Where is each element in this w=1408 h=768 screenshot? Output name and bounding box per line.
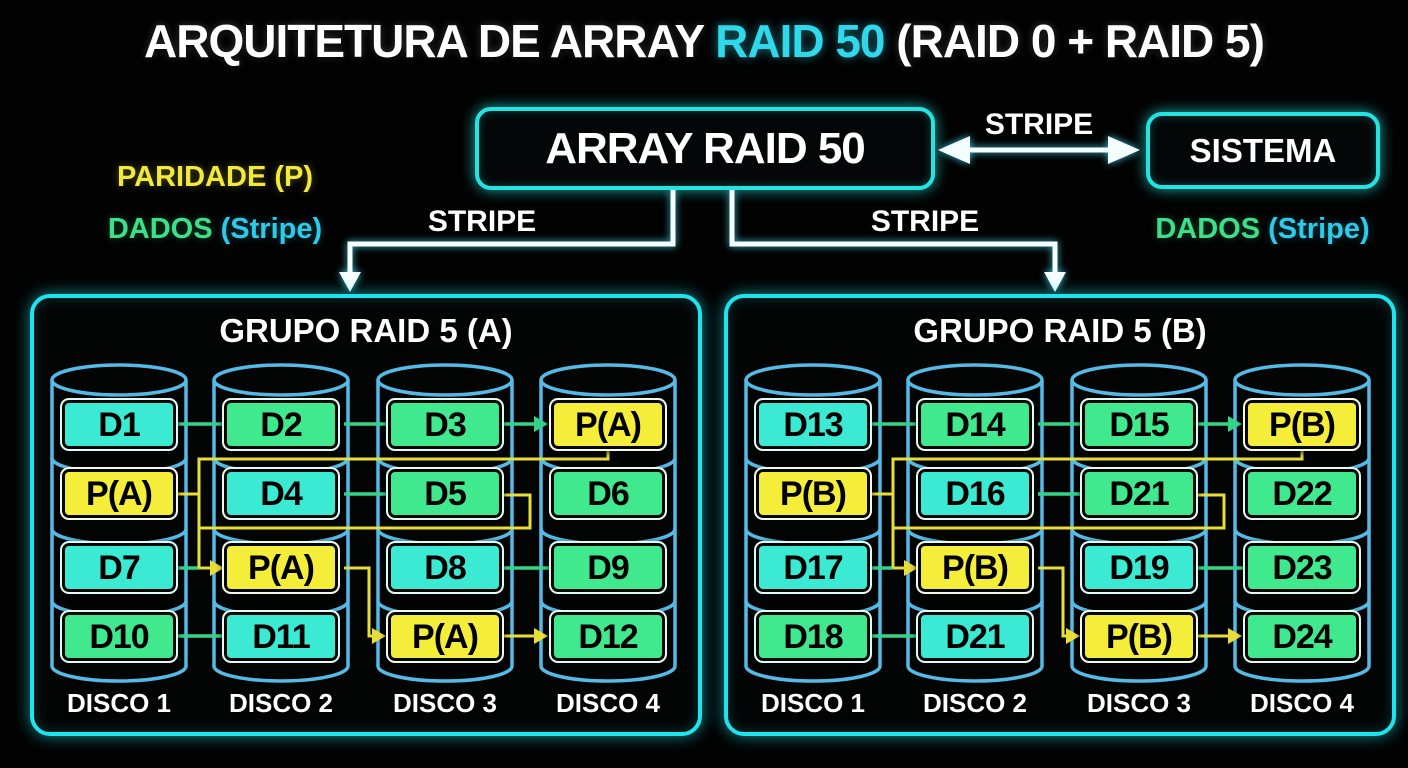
data-block: D17 xyxy=(754,541,872,594)
parity-block: P(A) xyxy=(222,541,340,594)
data-block: D16 xyxy=(916,467,1034,520)
data-block: D24 xyxy=(1243,610,1361,663)
parity-block: P(A) xyxy=(386,610,504,663)
title-post: (RAID 0 + RAID 5) xyxy=(884,15,1265,67)
data-block: D2 xyxy=(222,398,340,451)
disk-label: DISCO 2 xyxy=(922,688,1028,718)
array-raid50-box: ARRAY RAID 50 xyxy=(475,107,935,190)
data-block: D4 xyxy=(222,467,340,520)
data-block: D10 xyxy=(60,610,178,663)
legend-parity: PARIDADE (P) xyxy=(116,161,314,193)
data-block: D5 xyxy=(386,467,504,520)
group-b-title: GRUPO RAID 5 (B) xyxy=(913,312,1207,349)
data-block: D3 xyxy=(386,398,504,451)
disk-label: DISCO 3 xyxy=(392,688,498,718)
stripe-connector-lines xyxy=(871,416,1243,638)
data-block: D14 xyxy=(916,398,1034,451)
title-highlight: RAID 50 xyxy=(715,15,885,67)
data-block: D11 xyxy=(222,610,340,663)
data-block: D22 xyxy=(1243,467,1361,520)
title-pre: ARQUITETURA DE ARRAY xyxy=(144,15,716,67)
legend-data: DADOS (Stripe) xyxy=(107,213,323,245)
disk-label: DISCO 4 xyxy=(1249,688,1355,718)
legend-right: DADOS (Stripe) xyxy=(1155,213,1370,245)
stripe-connector-lines xyxy=(177,416,549,638)
data-block: D18 xyxy=(754,610,872,663)
data-block: D21 xyxy=(916,610,1034,663)
data-block: D21 xyxy=(1080,467,1198,520)
data-block: D9 xyxy=(549,541,667,594)
stripe-label-right: STRIPE xyxy=(870,205,980,238)
parity-block: P(B) xyxy=(754,467,872,520)
group-a-title: GRUPO RAID 5 (A) xyxy=(219,312,513,349)
parity-block: P(B) xyxy=(916,541,1034,594)
data-block: D7 xyxy=(60,541,178,594)
parity-block: P(B) xyxy=(1080,610,1198,663)
data-block: D15 xyxy=(1080,398,1198,451)
sistema-box: SISTEMA xyxy=(1146,112,1380,189)
disk-label: DISCO 2 xyxy=(228,688,334,718)
data-block: D23 xyxy=(1243,541,1361,594)
data-block: D1 xyxy=(60,398,178,451)
stripe-label-left: STRIPE xyxy=(427,205,537,238)
parity-block: P(A) xyxy=(549,398,667,451)
disk-label: DISCO 4 xyxy=(555,688,661,718)
data-block: D6 xyxy=(549,467,667,520)
disk-label: DISCO 1 xyxy=(66,688,172,718)
parity-block: P(B) xyxy=(1243,398,1361,451)
data-block: D13 xyxy=(754,398,872,451)
data-block: D12 xyxy=(549,610,667,663)
page-title: ARQUITETURA DE ARRAY RAID 50 (RAID 0 + R… xyxy=(0,14,1408,68)
disk-label: DISCO 3 xyxy=(1086,688,1192,718)
parity-block: P(A) xyxy=(60,467,178,520)
data-block: D8 xyxy=(386,541,504,594)
data-block: D19 xyxy=(1080,541,1198,594)
parity-chain-lines xyxy=(177,450,610,644)
legend-left: PARIDADE (P) DADOS (Stripe) xyxy=(59,160,371,247)
stripe-label-top: STRIPE xyxy=(984,108,1094,141)
parity-chain-lines xyxy=(871,450,1304,644)
group-a-cylinders-layer xyxy=(50,363,677,683)
disk-label: DISCO 1 xyxy=(760,688,866,718)
